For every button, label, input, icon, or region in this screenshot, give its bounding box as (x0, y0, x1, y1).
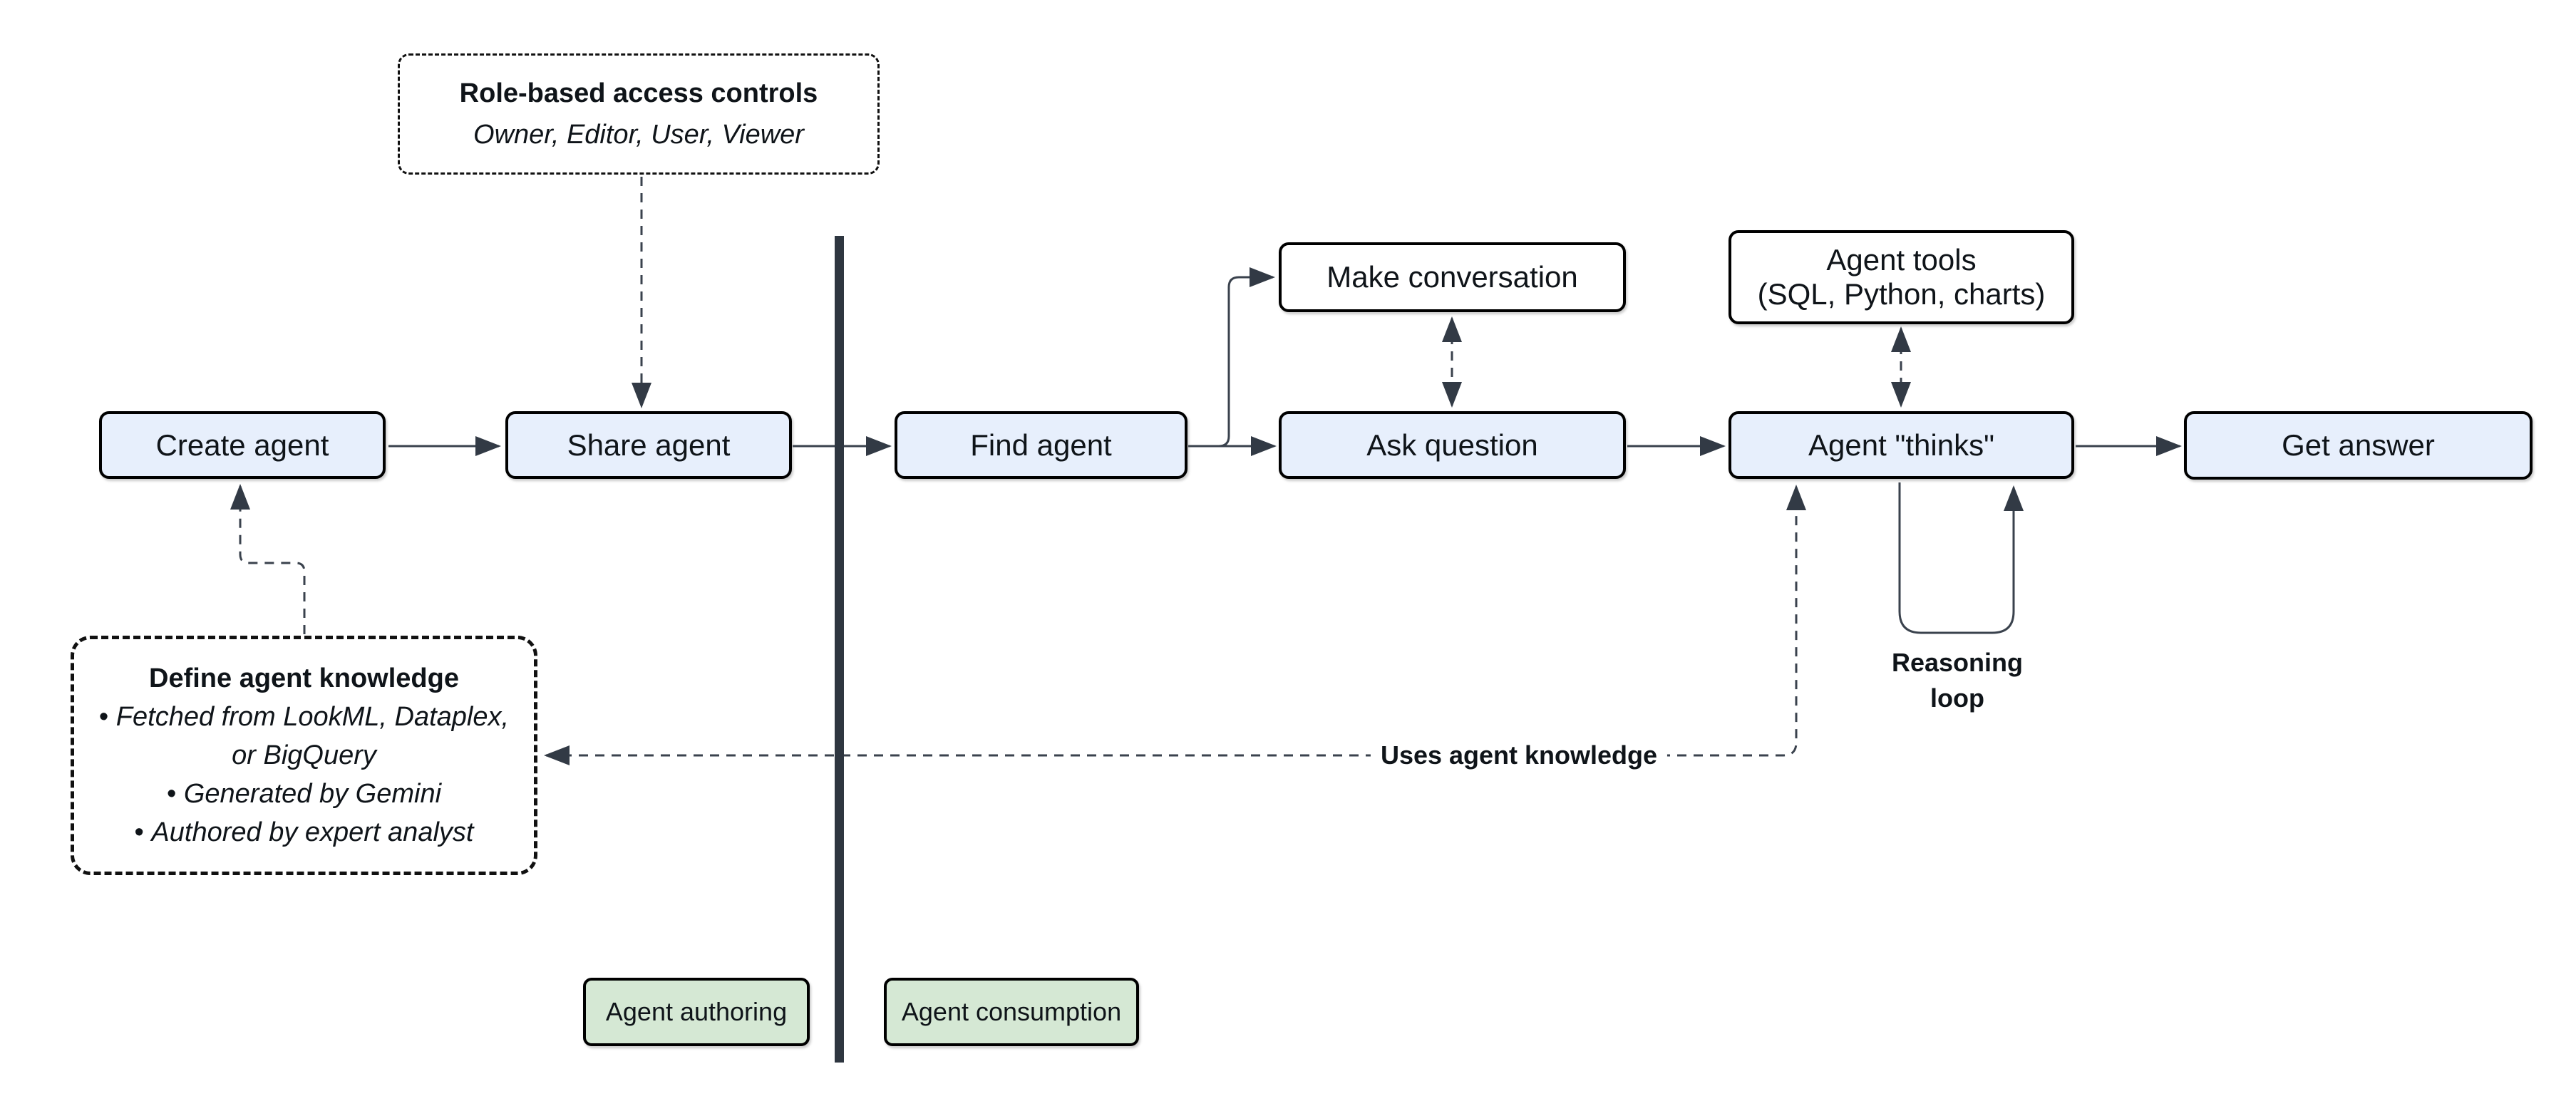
zone-agent-consumption-label: Agent consumption (901, 997, 1122, 1026)
callout-define-knowledge: Define agent knowledge Fetched from Look… (71, 636, 537, 875)
role-access-title: Role-based access controls (459, 78, 818, 108)
node-share-agent: Share agent (505, 411, 792, 479)
reasoning-loop-line1: Reasoning (1891, 648, 2024, 677)
node-create-agent: Create agent (99, 411, 386, 479)
zone-agent-consumption: Agent consumption (884, 978, 1139, 1046)
node-get-answer: Get answer (2184, 411, 2533, 480)
define-knowledge-bullet: Authored by expert analyst (94, 813, 515, 852)
callout-role-based-access: Role-based access controls Owner, Editor… (398, 53, 880, 175)
node-ask-question: Ask question (1279, 411, 1626, 479)
node-agent-thinks: Agent "thinks" (1729, 411, 2074, 479)
reasoning-loop-line2: loop (1930, 683, 1984, 713)
node-agent-thinks-label: Agent "thinks" (1808, 428, 1994, 462)
node-agent-tools: Agent tools (SQL, Python, charts) (1729, 230, 2074, 324)
define-knowledge-bullet: Fetched from LookML, Dataplex, or BigQue… (94, 698, 515, 775)
role-access-subtitle: Owner, Editor, User, Viewer (473, 120, 804, 150)
zone-agent-authoring-label: Agent authoring (605, 997, 788, 1026)
edge-label-uses-agent-knowledge: Uses agent knowledge (1370, 739, 1668, 772)
define-knowledge-title: Define agent knowledge (149, 663, 459, 693)
define-knowledge-bullet: Generated by Gemini (94, 775, 515, 813)
node-make-conversation: Make conversation (1279, 242, 1626, 312)
edge-label-reasoning-loop: Reasoning loop (1892, 645, 2023, 716)
zone-agent-authoring: Agent authoring (583, 978, 810, 1046)
node-share-agent-label: Share agent (567, 428, 731, 462)
node-agent-tools-label-line2: (SQL, Python, charts) (1757, 277, 2046, 311)
section-divider (835, 236, 844, 1063)
node-ask-question-label: Ask question (1366, 428, 1538, 462)
node-create-agent-label: Create agent (155, 428, 329, 462)
node-agent-tools-label-line1: Agent tools (1826, 243, 1977, 276)
define-knowledge-bullets: Fetched from LookML, Dataplex, or BigQue… (94, 698, 515, 852)
node-get-answer-label: Get answer (2282, 428, 2435, 462)
node-make-conversation-label: Make conversation (1326, 260, 1578, 294)
node-find-agent-label: Find agent (970, 428, 1112, 462)
node-find-agent: Find agent (895, 411, 1187, 479)
